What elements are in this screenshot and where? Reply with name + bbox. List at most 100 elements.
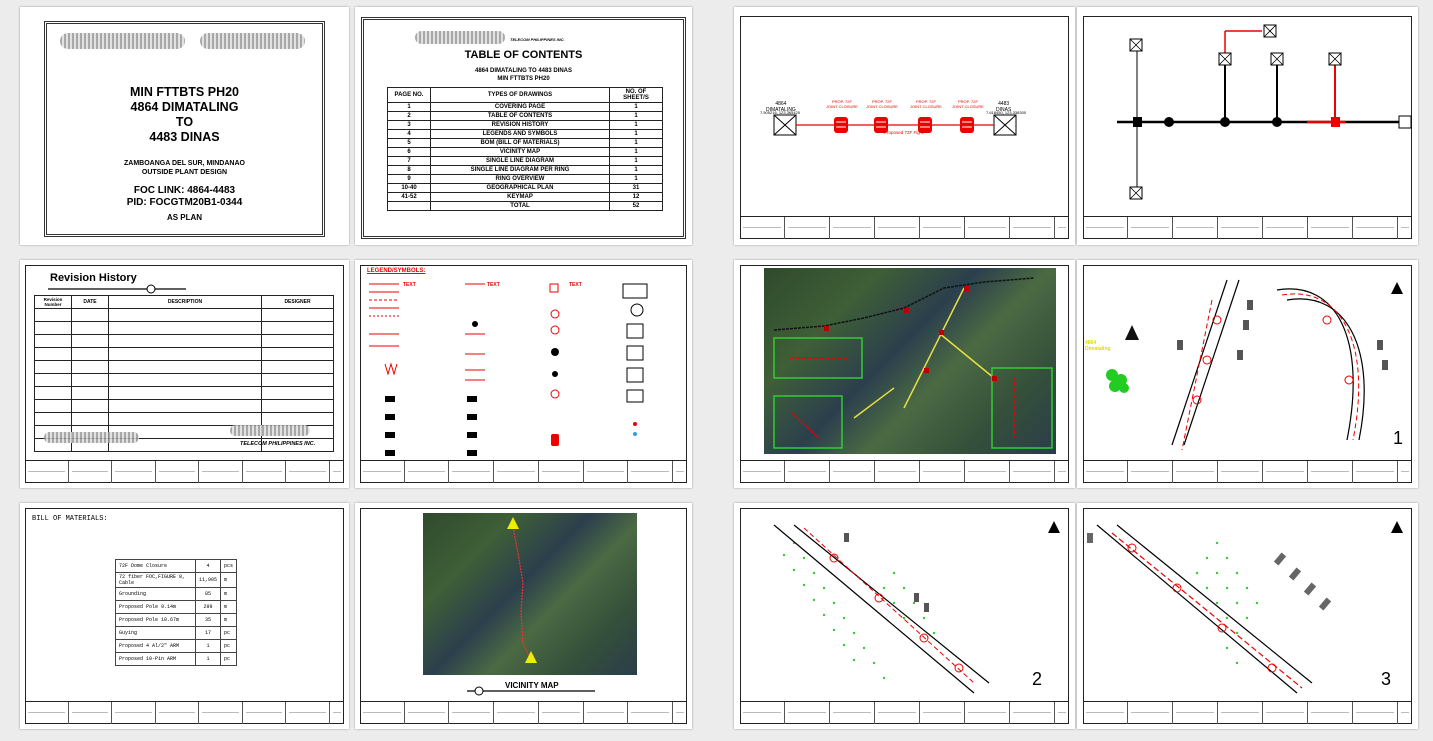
- sheet-vicinity-map[interactable]: VICINITY MAP: [355, 503, 692, 729]
- bom-qty: 1: [194, 652, 221, 666]
- redacted-logo-left: [60, 33, 185, 49]
- toc-header-sheets: NO. OF SHEET/S: [609, 87, 663, 103]
- toc-sheet-count: 12: [609, 192, 663, 202]
- toc-sheet-count: 1: [609, 102, 663, 112]
- title-block: [740, 460, 1069, 483]
- keymap-1-drawing: [1106, 279, 1403, 451]
- toc-sheet-count: 1: [609, 129, 663, 139]
- toc-drawing-type: KEYMAP: [430, 192, 610, 202]
- bom-item: Proposed 10-Pin ARM: [115, 652, 196, 666]
- title-block: [25, 701, 344, 724]
- bom-unit: pc: [219, 626, 238, 640]
- vicinity-title: VICINITY MAP: [505, 681, 559, 690]
- toc-total-label: TOTAL: [430, 201, 610, 211]
- fig8-label: Proposed 72F Fig 8: [884, 130, 924, 135]
- bom-unit: m: [219, 572, 238, 588]
- sheet-sld-per-ring[interactable]: [1077, 7, 1418, 245]
- toc-page-no: 7: [387, 156, 431, 166]
- closure-label-2: PROP. 72F JOINT CLOSURE: [866, 99, 898, 109]
- north-arrow-icon: [1391, 282, 1403, 294]
- toc-company: TELECOM PHILIPPINES INC.: [510, 37, 565, 42]
- closure-label-4: PROP. 72F JOINT CLOSURE: [952, 99, 984, 109]
- toc-drawing-type: REVISION HISTORY: [430, 120, 610, 130]
- toc-page-no: 4: [387, 129, 431, 139]
- sheet-ring-overview[interactable]: [734, 260, 1075, 488]
- toc-page-no: 41-52: [387, 192, 431, 202]
- revision-row: [34, 399, 334, 413]
- sheet-table-of-contents[interactable]: TELECOM PHILIPPINES INC. TABLE OF CONTEN…: [355, 7, 692, 245]
- closure-label-3: PROP. 72F JOINT CLOSURE: [910, 99, 942, 109]
- revision-row: [34, 321, 334, 335]
- tower-icon-dimataling: [507, 517, 519, 529]
- sheet-single-line-diagram[interactable]: 4864 DIMATALING 7.505216, 123.365420 448…: [734, 7, 1075, 245]
- sheet-legend-symbols[interactable]: LEGEND/SYMBOLS: TEXT TEXT TEXT: [355, 260, 692, 488]
- keymap-3-drawing: [1087, 521, 1403, 694]
- sheet-cover[interactable]: MIN FTTBTS PH20 4864 DIMATALING TO 4483 …: [20, 7, 349, 245]
- bom-title: BILL OF MATERIALS:: [32, 515, 108, 523]
- title-block: [360, 701, 687, 724]
- cover-foc-link: FOC LINK: 4864-4483: [133, 185, 236, 196]
- bom-qty: 35: [194, 613, 221, 627]
- bom-item: Proposed 4 Al/2" ARM: [115, 639, 196, 653]
- redacted-logo-right: [230, 425, 310, 436]
- rev-header-number: Revision Number: [34, 295, 72, 309]
- title-block: [740, 701, 1069, 724]
- cover-title-line3: TO: [175, 115, 194, 129]
- toc-page-no: 2: [387, 111, 431, 121]
- revision-row: [34, 347, 334, 361]
- revision-row: [34, 334, 334, 348]
- toc-drawing-type: LEGENDS AND SYMBOLS: [430, 129, 610, 139]
- tower-icon-dinas: [525, 651, 537, 663]
- rev-header-description: DESCRIPTION: [108, 295, 262, 309]
- title-block: [1083, 460, 1412, 483]
- toc-drawing-type: RING OVERVIEW: [430, 174, 610, 184]
- bom-qty: 1: [194, 639, 221, 653]
- sheet-revision-history[interactable]: Revision History Revision Number DATE DE…: [20, 260, 349, 488]
- vicinity-satellite: [423, 513, 637, 675]
- bom-unit: pcs: [219, 559, 238, 573]
- north-arrow-icon: [1391, 521, 1403, 533]
- toc-header-types: TYPES OF DRAWINGS: [430, 87, 610, 103]
- keymap-3-number: 3: [1381, 669, 1392, 689]
- title-block: [360, 460, 687, 483]
- bom-qty: 85: [194, 587, 221, 601]
- closure-label-1: PROP. 72F JOINT CLOSURE: [826, 99, 858, 109]
- toc-table: PAGE NO. TYPES OF DRAWINGS NO. OF SHEET/…: [387, 87, 663, 211]
- bom-item: Proposed Pole 10.67m: [115, 613, 196, 627]
- bom-unit: m: [219, 613, 238, 627]
- rev-header-date: DATE: [71, 295, 109, 309]
- keymap-2-drawing: [773, 521, 1060, 694]
- toc-drawing-type: TABLE OF CONTENTS: [430, 111, 610, 121]
- bom-qty: 11,905: [194, 572, 221, 588]
- sheet-keymap-3[interactable]: 3: [1077, 503, 1418, 729]
- revision-company: TELECOM PHILIPPINES INC.: [240, 441, 316, 447]
- revision-row: [34, 308, 334, 322]
- rev-header-designer: DESIGNER: [261, 295, 334, 309]
- sld-left-site: 4864 DIMATALING: [766, 101, 796, 113]
- double-border: [44, 21, 325, 237]
- cover-title-line4: 4483 DINAS: [149, 130, 220, 144]
- toc-sheet-count: 1: [609, 147, 663, 157]
- toc-page-no: 1: [387, 102, 431, 112]
- redacted-logo-right: [200, 33, 305, 49]
- sheet-keymap-1[interactable]: 4864 Dimataling 1: [1077, 260, 1418, 488]
- bom-item: 72F Dome Closure: [115, 559, 196, 573]
- title-block: [1083, 216, 1412, 239]
- toc-sheet-count: 1: [609, 174, 663, 184]
- satellite-map: [764, 268, 1056, 454]
- sheet-keymap-2[interactable]: 2: [734, 503, 1075, 729]
- closure-icons: [834, 117, 974, 133]
- sld-right-coords: 7.618450, 123.338300: [986, 110, 1027, 115]
